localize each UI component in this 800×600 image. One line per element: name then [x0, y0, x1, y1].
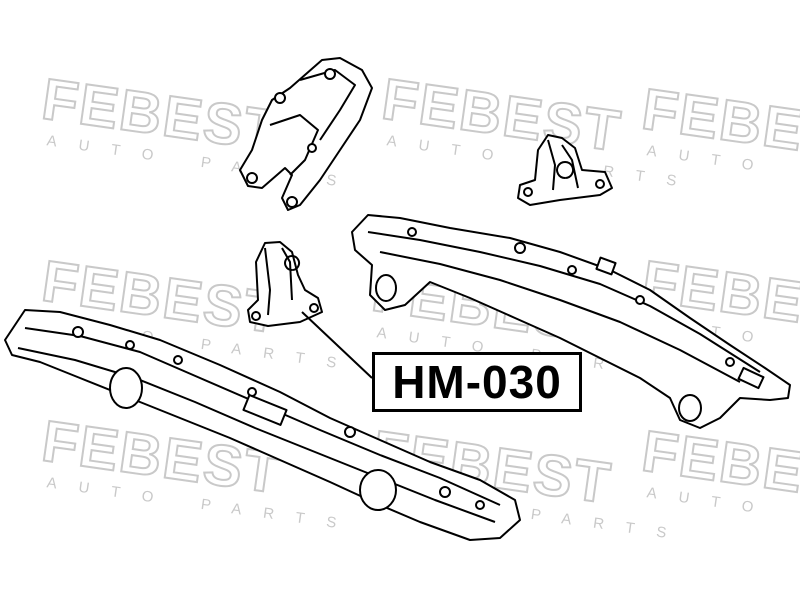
rubber-mount-top-right [517, 134, 613, 206]
part-number-callout: HM-030 [372, 352, 582, 412]
rubber-mount-hm-030 [247, 241, 323, 327]
mount-bracket-top [239, 57, 373, 211]
front-crossmember [4, 309, 521, 541]
rear-crossmember [351, 214, 791, 429]
leader-line [301, 311, 373, 379]
part-number-label: HM-030 [392, 356, 562, 408]
